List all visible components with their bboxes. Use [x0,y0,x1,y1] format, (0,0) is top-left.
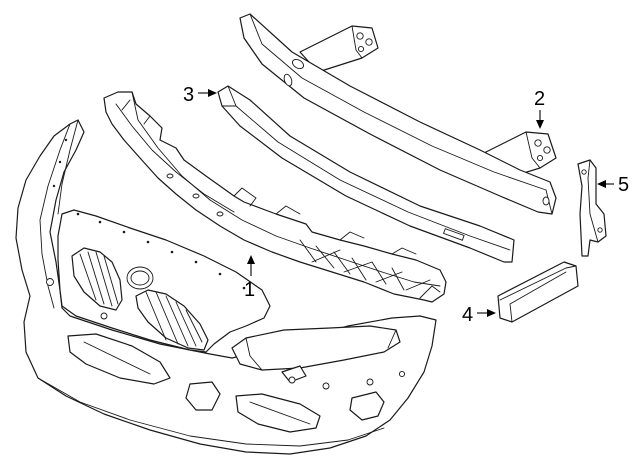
callout-1: 1 [244,255,255,301]
side-bracket [577,159,607,257]
callout-5-label: 5 [618,174,629,196]
energy-absorber-strip [217,85,515,263]
callout-3-label: 3 [183,84,194,106]
reinforcement-bar [239,13,557,215]
absorber-block [497,261,579,323]
callout-1-label: 1 [244,279,255,301]
callout-4: 4 [462,304,496,326]
bumper-support [103,91,447,303]
callout-4-label: 4 [462,304,473,326]
callout-3: 3 [183,84,217,106]
callout-2-label: 2 [534,88,545,110]
bumper-cover [15,119,437,455]
callout-5: 5 [597,174,629,196]
callout-2: 2 [534,88,545,129]
